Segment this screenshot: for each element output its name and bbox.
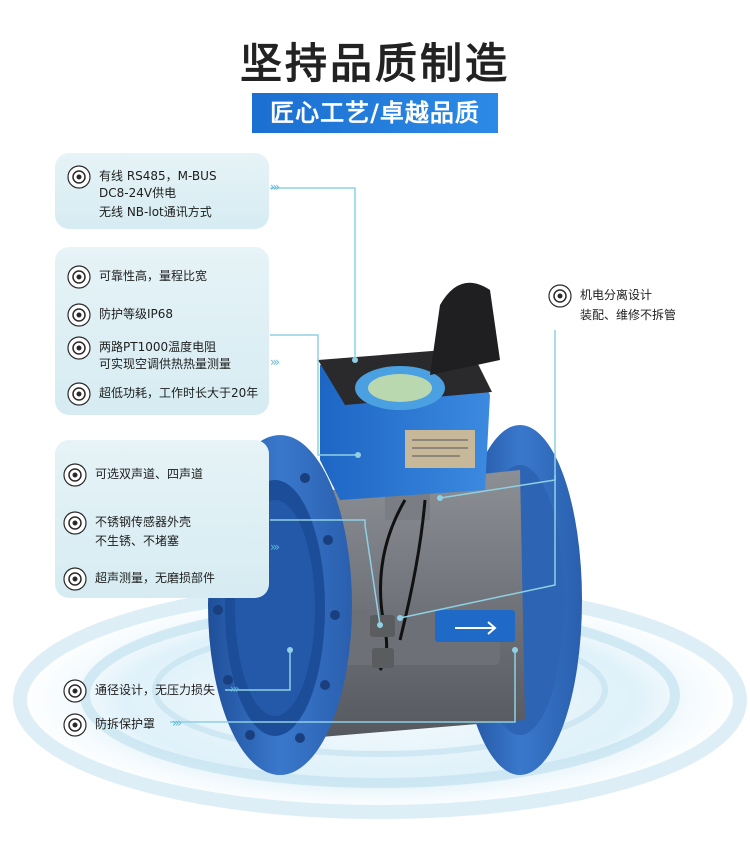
page-title: 坚持品质制造 [239,39,510,88]
target-icon [63,679,87,703]
communication-panel [55,153,269,229]
reliability-feature-1-text: 可靠性高，量程比宽 [99,269,208,283]
sensor-feature-2-line-2: 不生锈、不堵塞 [95,534,180,548]
target-icon [63,713,87,737]
right-feature: 机电分离设计 装配、维修不拆管 [548,284,677,324]
reliability-feature-3-line-2: 可实现空调供热热量测量 [99,357,232,371]
right-feature-line-2: 装配、维修不拆管 [580,308,677,322]
chevron-arrows-icon: › › › [270,355,280,369]
sensor-feature-1: 可选双声道、四声道 [63,463,204,487]
bottom-feature-2: 防拆保护罩 [63,713,156,737]
sensor-feature-3: 超声测量，无磨损部件 [63,567,216,591]
sensor-feature-2-line-1: 不锈钢传感器外壳 [95,515,192,529]
reliability-feature-4: 超低功耗，工作时长大于20年 [67,382,259,406]
target-icon [67,382,91,406]
callout-lines [170,187,556,723]
bottom-feature-1-text: 通径设计，无压力损失 [95,683,216,697]
bottom-feature-2-text: 防拆保护罩 [95,717,156,731]
reliability-feature-4-text: 超低功耗，工作时长大于20年 [99,386,259,400]
reliability-feature-3-line-1: 两路PT1000温度电阻 [99,340,217,354]
reliability-feature-1: 可靠性高，量程比宽 [67,265,208,289]
callout-dots [287,357,518,653]
reliability-feature-2-text: 防护等级IP68 [99,307,174,321]
target-icon [63,463,87,487]
target-icon [63,511,87,535]
communication-line-2: DC8-24V供电 [99,186,177,200]
communication-line-1: 有线 RS485，M-BUS [99,169,217,183]
target-icon [548,284,572,308]
reliability-feature-3: 两路PT1000温度电阻 可实现空调供热热量测量 [67,336,232,373]
chevron-arrows-icon: › › › [230,682,240,696]
communication-feature: 有线 RS485，M-BUS DC8-24V供电 无线 NB-lot通讯方式 [67,165,217,221]
sensor-feature-2: 不锈钢传感器外壳 不生锈、不堵塞 [63,511,192,550]
target-icon [67,336,91,360]
right-feature-line-1: 机电分离设计 [580,288,653,302]
bottom-feature-1: 通径设计，无压力损失 [63,679,216,703]
page-subtitle: 匠心工艺/卓越品质 [252,93,498,133]
target-icon [67,265,91,289]
target-icon [67,165,91,189]
chevron-arrows-icon: › › › [270,540,280,554]
reliability-panel [55,247,269,415]
communication-line-3: 无线 NB-lot通讯方式 [99,205,212,219]
sensor-panel [55,440,269,598]
target-icon [63,567,87,591]
sensor-feature-1-text: 可选双声道、四声道 [95,467,204,481]
sensor-feature-3-text: 超声测量，无磨损部件 [95,571,216,585]
reliability-feature-2: 防护等级IP68 [67,303,174,327]
chevron-arrows-icon: › › › [270,180,280,194]
chevron-arrows-icon: › › › [172,716,182,730]
target-icon [67,303,91,327]
